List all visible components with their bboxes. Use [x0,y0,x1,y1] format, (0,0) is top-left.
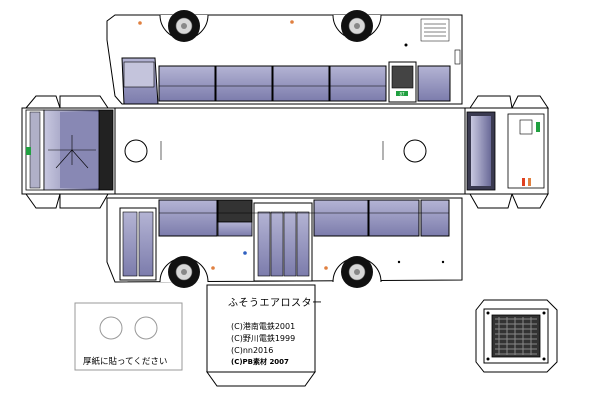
credit-line: (C)野川電鉄1999 [231,334,296,343]
credit-line: (C)港南電鉄2001 [231,322,296,331]
rear-end-panel [464,95,549,209]
side-panel-top: 87 [106,14,463,105]
roof-panel [114,107,466,195]
credit-line: (C)PB素材 2007 [231,358,289,366]
model-name: ふそうエアロスター [228,298,323,309]
front-end-panel [21,95,116,209]
wheel-top-rear [341,10,373,42]
wheel-bottom-rear [341,256,373,288]
roof-hatch-piece [475,299,558,373]
credit-line: (C)nn2016 [231,346,274,355]
route-sign-side: 87 [399,92,405,97]
wheel-disc-card [74,302,183,371]
base-tab-panel [206,284,316,387]
side-panel-bottom [106,197,463,283]
wheel-top-front [168,10,200,42]
cardboard-note: 厚紙に貼ってください [83,357,168,367]
wheel-bottom-front [168,256,200,288]
